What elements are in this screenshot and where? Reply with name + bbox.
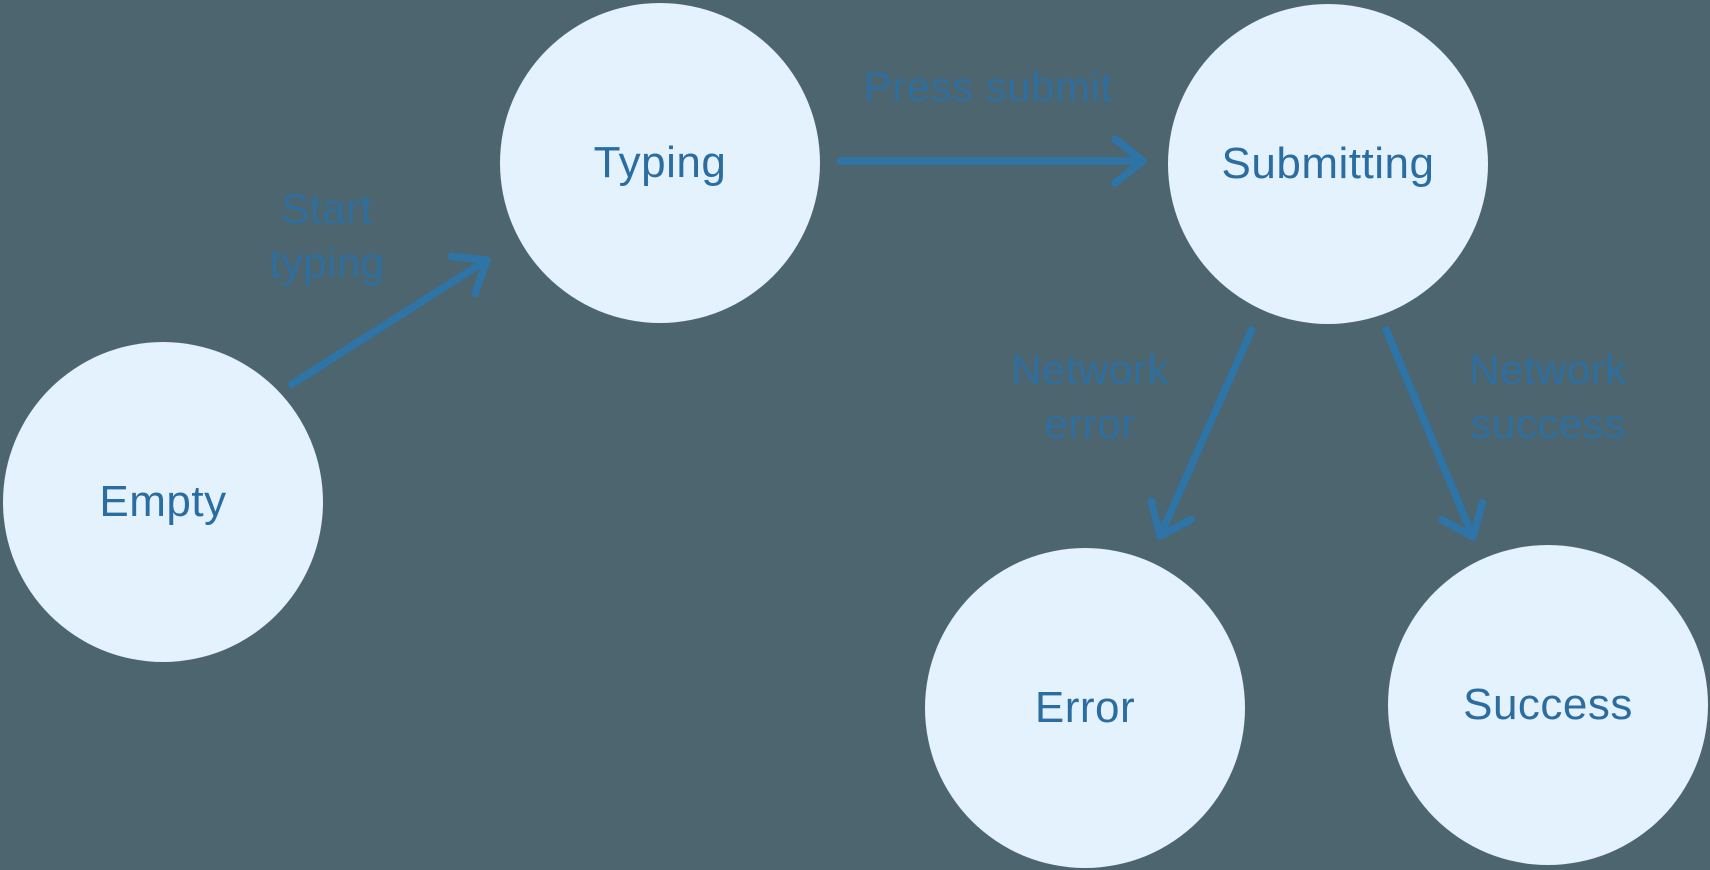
state-label-empty: Empty <box>99 477 227 526</box>
state-node-submitting: Submitting <box>1168 4 1488 324</box>
transition-arrow-network-success <box>1381 325 1487 541</box>
state-node-error: Error <box>925 548 1245 868</box>
transition-arrow-network-error <box>1147 325 1257 540</box>
state-label-submitting: Submitting <box>1221 139 1435 188</box>
state-label-typing: Typing <box>593 138 727 187</box>
edge-label-network-success: Network success <box>1469 346 1627 447</box>
state-node-empty: Empty <box>3 342 323 662</box>
state-node-success: Success <box>1388 545 1708 865</box>
state-label-success: Success <box>1463 680 1633 729</box>
state-node-typing: Typing <box>500 3 820 323</box>
state-label-error: Error <box>1034 683 1136 732</box>
edge-label-press-submit: Press submit <box>863 63 1113 110</box>
transition-arrow-start-typing <box>286 252 491 390</box>
edge-label-start-typing: Start typing <box>269 185 385 286</box>
edge-label-network-error: Network error <box>1011 346 1169 447</box>
